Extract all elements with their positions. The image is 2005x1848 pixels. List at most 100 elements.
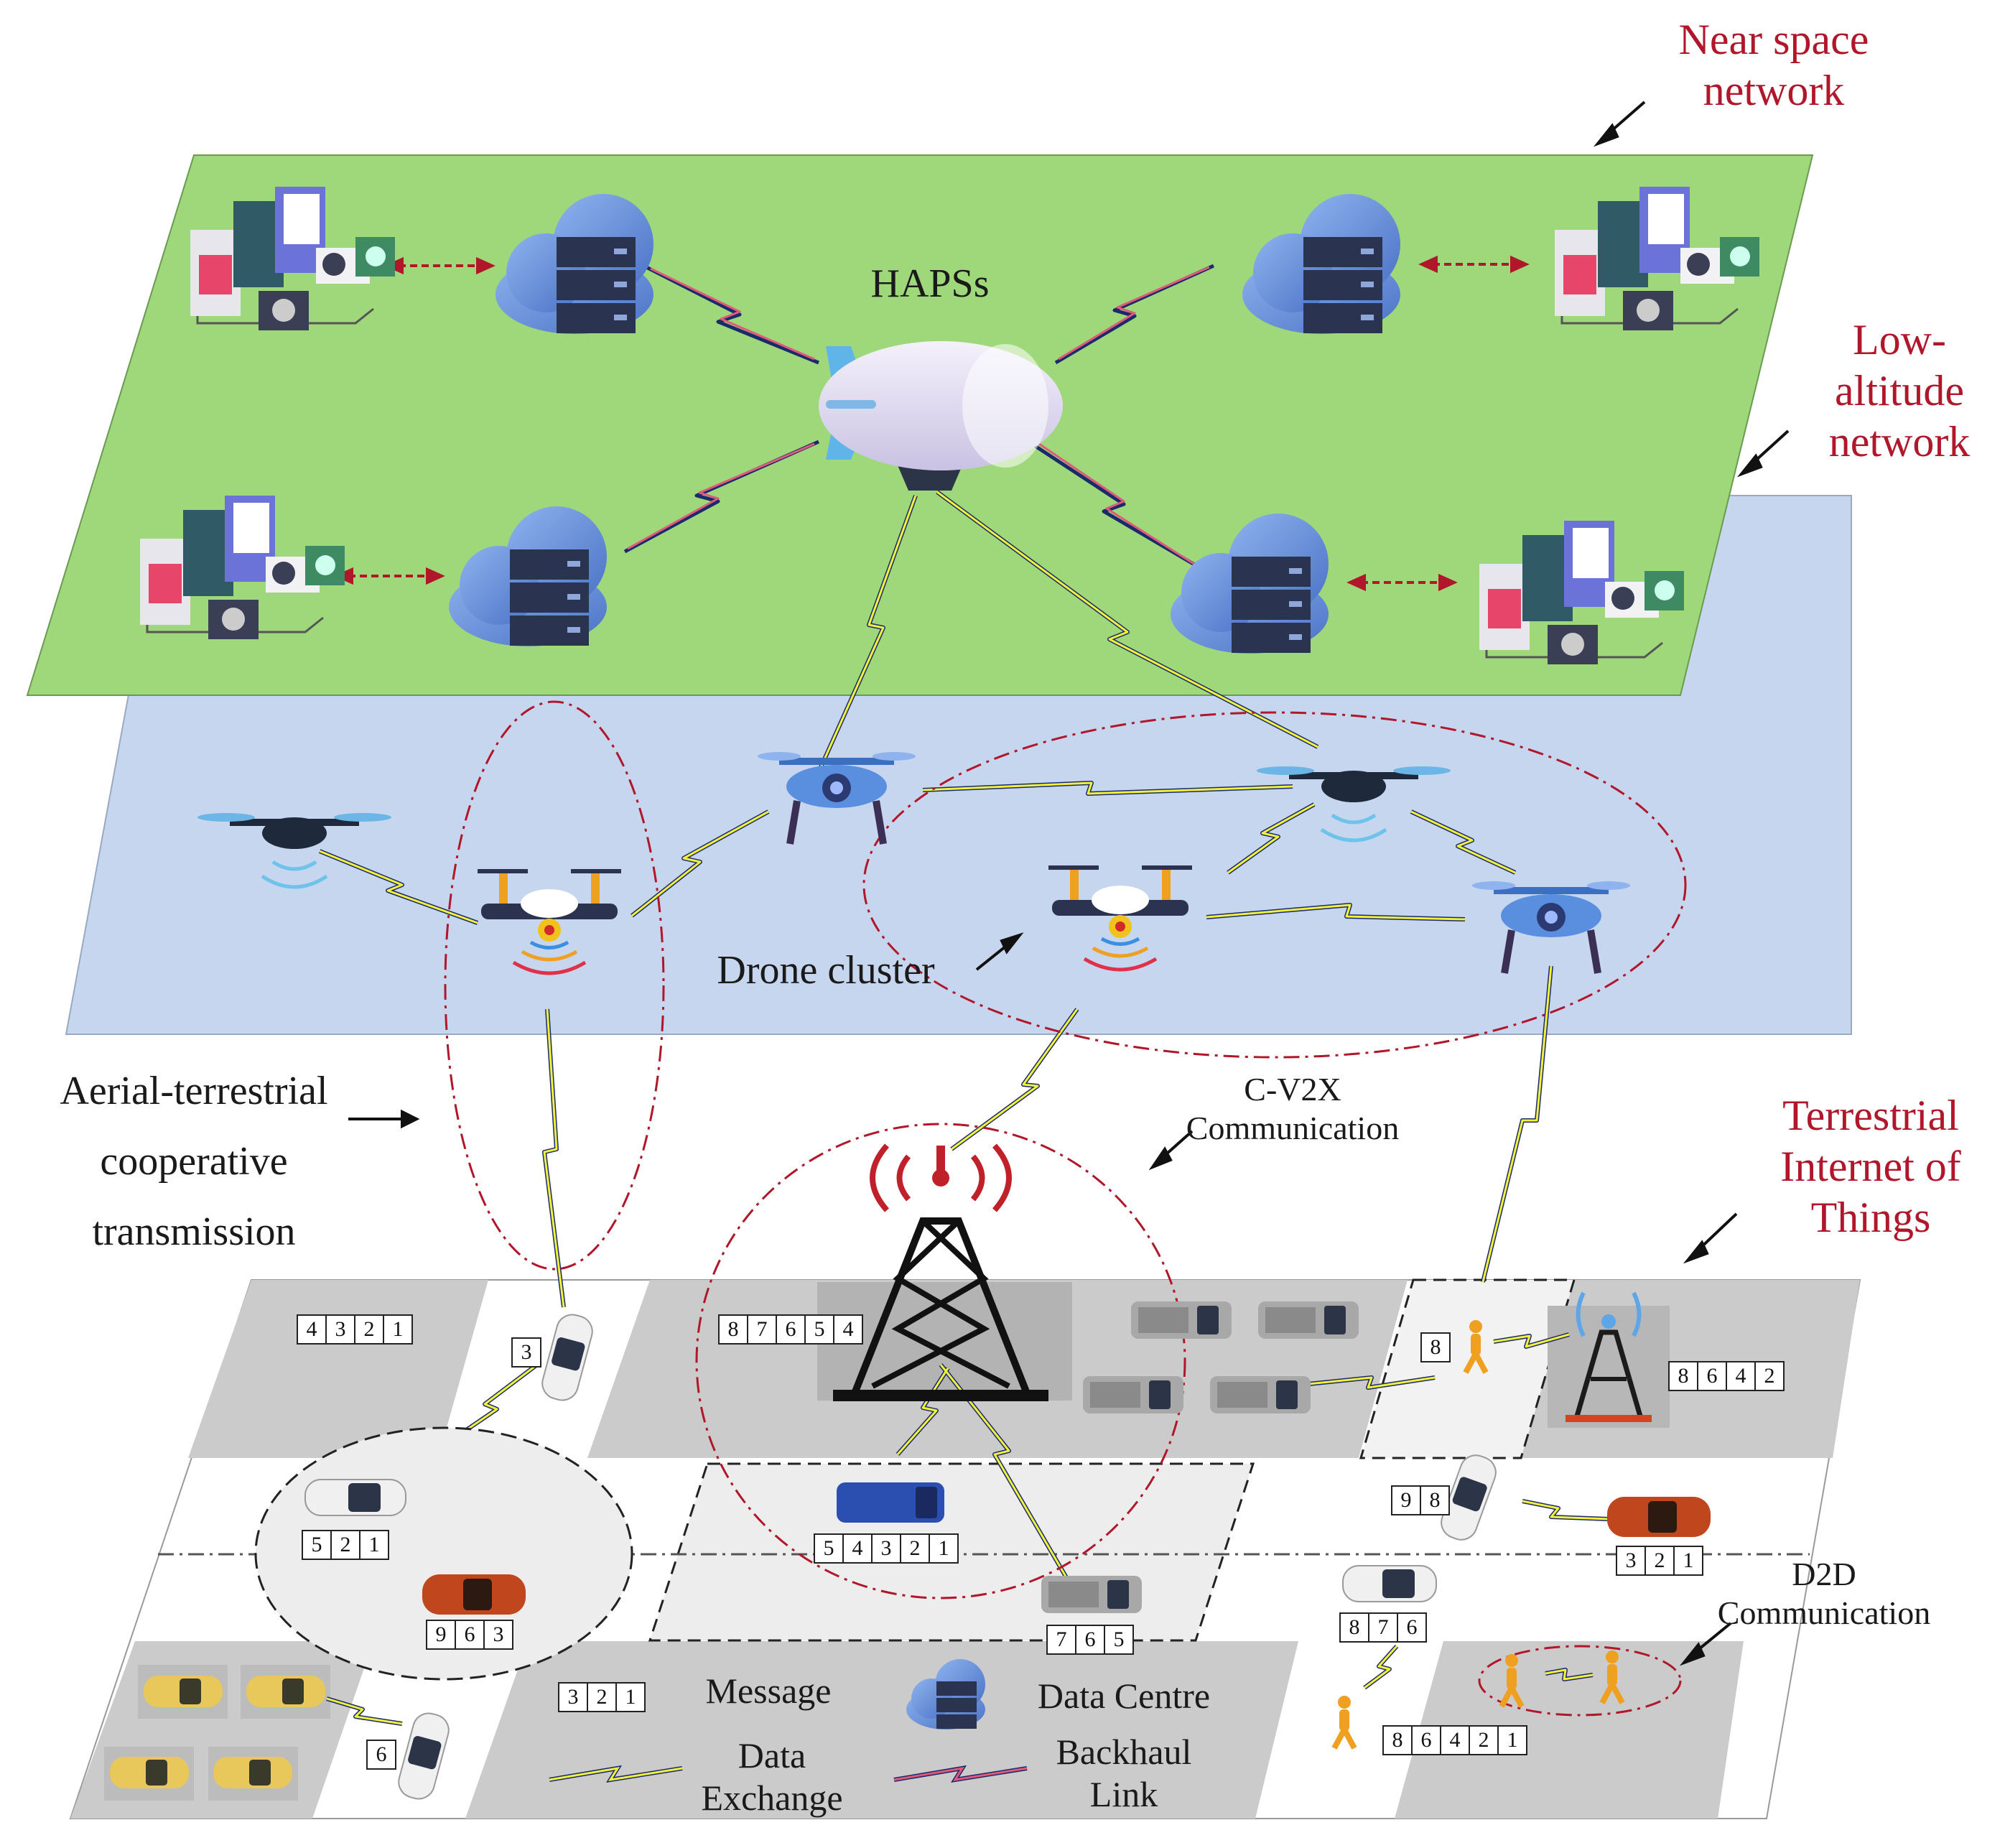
grey-truck-icon-3 <box>1083 1376 1183 1413</box>
drone-icon-camera-center <box>758 752 916 845</box>
message-cell: 4 <box>833 1314 863 1345</box>
message-cell: 8 <box>1339 1612 1369 1643</box>
drone-icon-dark-right <box>1257 766 1451 842</box>
backhaul-links <box>623 264 1215 570</box>
message-cell: 2 <box>1754 1361 1785 1391</box>
message-cell: 1 <box>615 1682 646 1712</box>
message-cell: 2 <box>900 1533 930 1564</box>
red-car-icon-right <box>1607 1497 1711 1537</box>
message-cell: 6 <box>1397 1612 1427 1643</box>
legend-data-centre-label: Data Centre <box>1037 1676 1211 1716</box>
message-cell: 6 <box>455 1620 485 1650</box>
message-cell: 2 <box>1645 1546 1675 1576</box>
pedestrian-icon-lower <box>1331 1696 1357 1750</box>
message-cell: 2 <box>330 1530 360 1560</box>
legend-backhaul-label: Backhaul Link <box>1056 1732 1192 1814</box>
aerial-terrestrial-label: Aerial-terrestrial cooperative transmiss… <box>60 1069 328 1254</box>
message-cell: 8 <box>1668 1361 1698 1391</box>
white-car-icon-lower-right <box>1342 1565 1437 1602</box>
haps-blimp-icon <box>819 341 1063 491</box>
d2d-label: D2D Communication <box>1717 1556 1931 1632</box>
cv2x-cluster-outline <box>695 1123 1186 1599</box>
aerial-terrestrial-cluster-outline <box>444 700 665 1271</box>
blue-van-icon <box>837 1482 944 1523</box>
pointer-arrows <box>348 101 1790 1666</box>
legend-data-centre-icon <box>906 1659 985 1729</box>
drone-cluster-outline <box>862 711 1687 1059</box>
message-cell: 9 <box>1391 1485 1421 1515</box>
message-cell: 2 <box>587 1682 617 1712</box>
yellow-car-icon-3 <box>110 1757 189 1788</box>
grey-truck-icon-4 <box>1210 1376 1311 1413</box>
drone-icon-relay-left <box>478 869 621 975</box>
data-exchange-links <box>318 490 1609 1726</box>
message-cell: 8 <box>1382 1725 1413 1755</box>
message-cell: 1 <box>929 1533 959 1564</box>
drone-icon-camera-right <box>1472 881 1630 974</box>
grey-truck-icon-1 <box>1131 1301 1232 1339</box>
message-cell: 8 <box>718 1314 748 1345</box>
message-cell: 5 <box>804 1314 834 1345</box>
message-cell: 4 <box>1726 1361 1756 1391</box>
message-cell: 3 <box>483 1620 513 1650</box>
cloud-server-icon-top-right <box>1242 194 1400 334</box>
message-cell: 7 <box>747 1314 777 1345</box>
message-cell: 9 <box>426 1620 456 1650</box>
message-cell: 3 <box>325 1314 355 1345</box>
pedestrian-icon-d2d-left <box>1499 1654 1525 1708</box>
grey-truck-icon-2 <box>1258 1301 1359 1339</box>
message-cell: 3 <box>1616 1546 1646 1576</box>
message-cell: 7 <box>1046 1625 1076 1655</box>
small-tower-icon <box>1566 1291 1652 1422</box>
message-cell: 8 <box>1420 1485 1450 1515</box>
yellow-car-icon-4 <box>213 1757 292 1788</box>
terrestrial-iot-label: Terrestrial Internet of Things <box>1780 1092 1961 1241</box>
message-cell: 4 <box>297 1314 327 1345</box>
server-rack-icon-top-left <box>190 187 395 330</box>
message-cell: 3 <box>511 1337 541 1368</box>
yellow-car-icon-2 <box>246 1676 325 1707</box>
message-cell: 1 <box>359 1530 389 1560</box>
legend-backhaul-link-icon <box>893 1765 1028 1783</box>
legend-message-label: Message <box>705 1671 832 1711</box>
cloud-server-icon-bottom-right <box>1171 514 1329 654</box>
message-cell: 1 <box>383 1314 413 1345</box>
yellow-car-icon-1 <box>144 1676 223 1707</box>
white-car-icon-crossing <box>541 1314 593 1401</box>
message-cell: 6 <box>1075 1625 1105 1655</box>
legend-data-exchange-icon <box>549 1765 683 1783</box>
message-cell: 5 <box>1104 1625 1134 1655</box>
message-cell: 2 <box>1469 1725 1499 1755</box>
message-cell: 6 <box>366 1740 396 1770</box>
message-queue-pedestrian-crosswalk: 8 <box>1420 1332 1451 1362</box>
pedestrian-icon-d2d-right <box>1599 1650 1625 1704</box>
white-car-icon-left <box>304 1479 406 1516</box>
message-cell: 6 <box>1697 1361 1727 1391</box>
drone-cluster-label: Drone cluster <box>717 948 935 993</box>
message-cell: 1 <box>1497 1725 1527 1755</box>
message-cell: 6 <box>776 1314 806 1345</box>
message-cell: 3 <box>558 1682 588 1712</box>
message-queue-car-crossing: 3 <box>511 1337 541 1368</box>
white-car-icon-parking <box>398 1712 450 1800</box>
message-cell: 3 <box>871 1533 901 1564</box>
cloud-server-icon-top-left <box>496 194 653 334</box>
near-space-network-label: Near space network <box>1678 16 1869 114</box>
haps-label: HAPSs <box>870 261 990 306</box>
drone-icon-relay-right <box>1048 865 1192 972</box>
cloud-server-icon-bottom-left <box>449 506 607 646</box>
cell-tower-icon <box>833 1143 1048 1401</box>
